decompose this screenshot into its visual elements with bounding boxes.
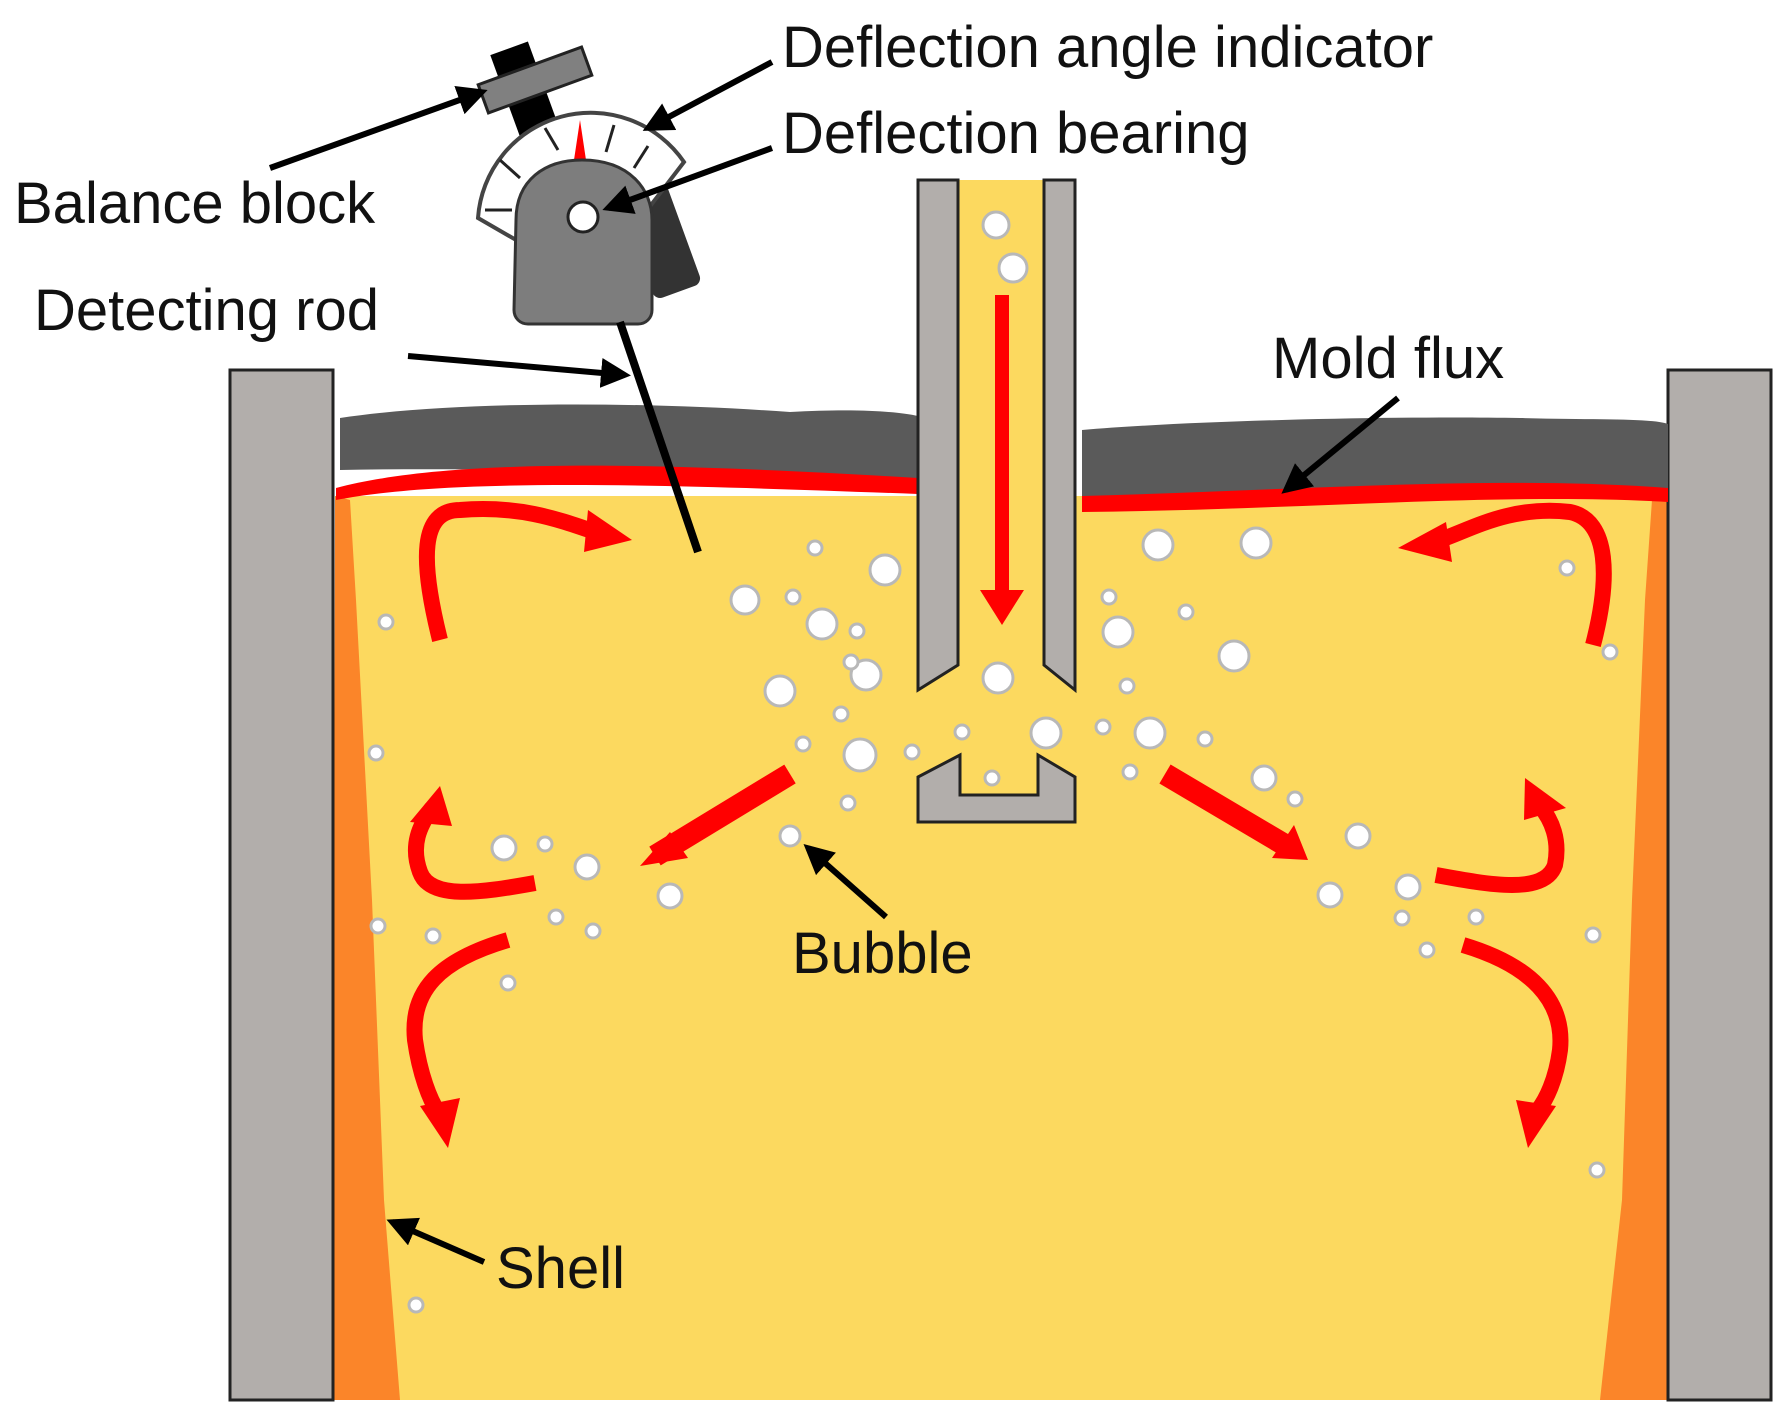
flow-arrowhead-mid-left bbox=[410, 786, 452, 826]
flow-arrowhead-upper-right bbox=[1398, 522, 1452, 562]
label-deflection-bearing: Deflection bearing bbox=[782, 101, 1250, 166]
flow-arrowhead-lower-left bbox=[420, 1098, 460, 1148]
deflection-bearing-pin bbox=[566, 200, 600, 234]
label-balance-block: Balance block bbox=[14, 171, 376, 236]
label-bubble: Bubble bbox=[792, 921, 973, 986]
leader-balance-block bbox=[268, 85, 488, 171]
label-detecting-rod: Detecting rod bbox=[34, 278, 379, 343]
detecting-rod-shape bbox=[616, 320, 702, 554]
flow-arrow-lower-right bbox=[1460, 937, 1569, 1115]
nozzle-flow-arrow bbox=[980, 295, 1024, 625]
flow-arrowhead-lower-right bbox=[1516, 1100, 1556, 1148]
leader-mold-flux bbox=[1281, 395, 1400, 494]
dial-ticks bbox=[485, 124, 650, 212]
leader-detecting-rod bbox=[407, 353, 631, 388]
mold-wall-right bbox=[1666, 368, 1773, 1402]
flow-arrow-upper-right bbox=[1437, 502, 1612, 648]
shell-left bbox=[333, 496, 400, 1400]
flow-arrowhead-mid-right bbox=[1524, 778, 1566, 820]
jet-arrow-right bbox=[1159, 764, 1308, 860]
flow-arrow-upper-left bbox=[418, 501, 598, 642]
mold-flux-right bbox=[1082, 417, 1668, 500]
mold-wall-left bbox=[228, 368, 335, 1402]
jet-arrow-left bbox=[640, 764, 796, 866]
label-mold-flux: Mold flux bbox=[1272, 326, 1504, 391]
liquid-flux-left bbox=[336, 465, 918, 500]
liquid-flux-right bbox=[1082, 482, 1668, 512]
flow-arrow-lower-left bbox=[406, 932, 511, 1117]
molten-steel bbox=[335, 496, 1668, 1400]
indicator-needle bbox=[574, 120, 586, 160]
label-deflection-angle-indicator: Deflection angle indicator bbox=[782, 15, 1433, 80]
flow-arrow-mid-right bbox=[1434, 800, 1565, 893]
bubbles bbox=[367, 210, 1619, 1314]
shell-right bbox=[1600, 496, 1668, 1400]
leader-shell bbox=[386, 1217, 486, 1265]
mold-flux-left bbox=[340, 404, 920, 481]
leader-deflection-angle-indicator bbox=[642, 59, 774, 131]
leader-bubble bbox=[803, 844, 888, 920]
deflection-housing bbox=[512, 158, 654, 326]
flow-arrow-mid-left bbox=[408, 803, 537, 900]
leader-lines bbox=[268, 59, 1400, 1265]
leader-deflection-bearing bbox=[602, 145, 774, 214]
label-shell: Shell bbox=[496, 1236, 625, 1301]
flow-arrowhead-upper-left bbox=[584, 510, 632, 552]
